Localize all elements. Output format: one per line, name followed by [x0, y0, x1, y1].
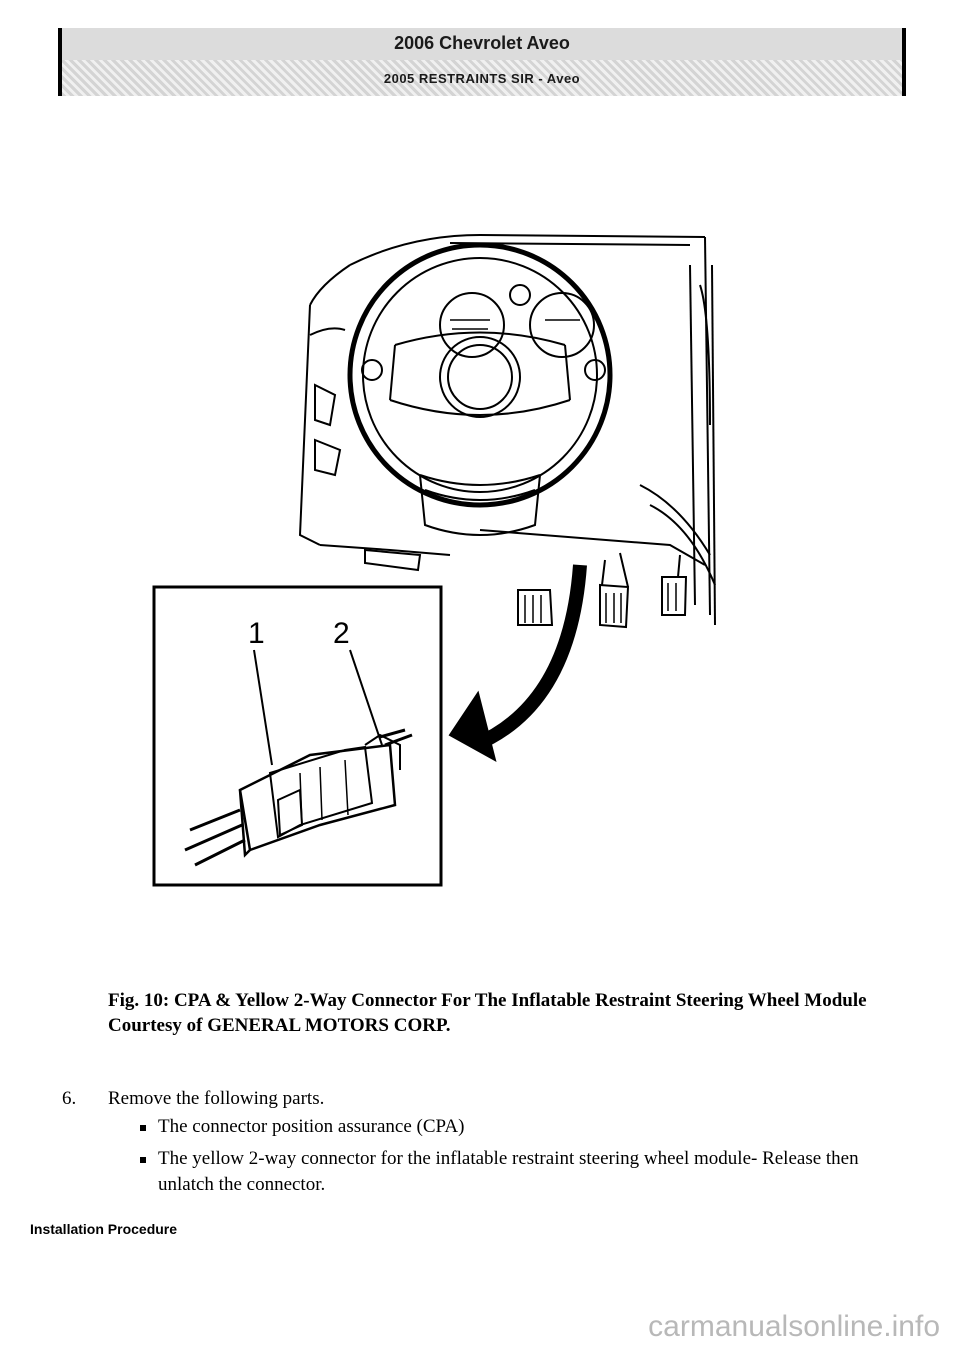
list-item: The connector position assurance (CPA) [138, 1114, 898, 1140]
step-text: Remove the following parts. [108, 1088, 325, 1109]
figure-caption: Fig. 10: CPA & Yellow 2-Way Connector Fo… [108, 988, 898, 1038]
watermark: carmanualsonline.info [648, 1310, 940, 1343]
header-subtitle: 2005 RESTRAINTS SIR - Aveo [383, 71, 581, 86]
section-heading: Installation Procedure [30, 1221, 178, 1237]
pedals [517, 552, 688, 629]
document-subheader: 2005 RESTRAINTS SIR - Aveo [58, 60, 906, 96]
callout-2: 2 [333, 617, 350, 650]
dashboard-drawing [298, 234, 716, 762]
step-number: 6. [62, 1088, 77, 1109]
caption-title: Fig. 10: CPA & Yellow 2-Way Connector Fo… [108, 990, 867, 1011]
callout-1: 1 [248, 617, 265, 650]
caption-courtesy: Courtesy of GENERAL MOTORS CORP. [108, 1015, 451, 1036]
header-title: 2006 Chevrolet Aveo [394, 33, 570, 53]
arrow-icon [448, 564, 587, 762]
list-item: The yellow 2-way connector for the infla… [138, 1146, 898, 1198]
document-header: 2006 Chevrolet Aveo [58, 28, 906, 60]
step-bullet-list: The connector position assurance (CPA) T… [138, 1114, 898, 1204]
inset-connector-detail: 1 2 [152, 585, 443, 887]
figure-illustration: 1 2 [150, 225, 730, 895]
